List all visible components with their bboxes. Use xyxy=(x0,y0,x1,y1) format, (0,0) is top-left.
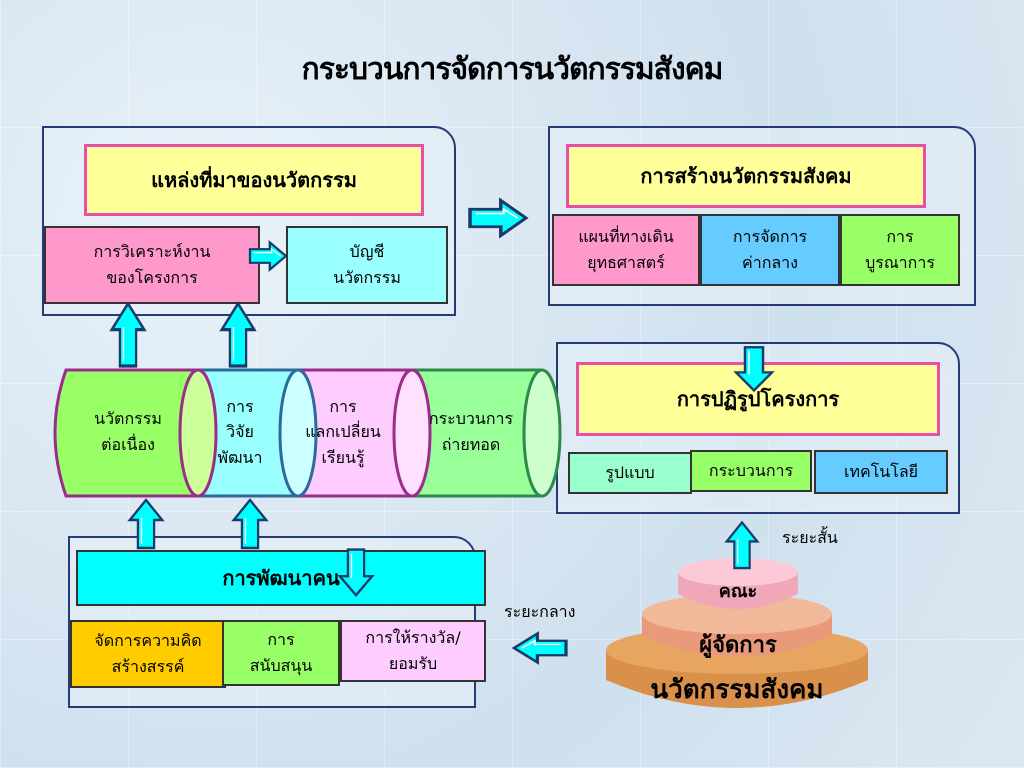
cylinder-transfer xyxy=(408,368,562,498)
pyramid-level-social: นวัตกรรมสังคม xyxy=(650,675,824,706)
people-heading: การพัฒนาคน xyxy=(76,550,486,606)
innovation-account-box: บัญชี นวัตกรรม xyxy=(286,226,448,304)
cylinder-research xyxy=(196,368,318,498)
middle-value-box: การจัดการ ค่ากลาง xyxy=(700,214,840,286)
short-term-label: ระยะสั้น xyxy=(782,528,838,547)
pyramid-top xyxy=(678,558,798,609)
pyramid-middle xyxy=(642,594,832,657)
arrow-people-up-1 xyxy=(128,498,164,550)
mid-term-label: ระยะกลาง xyxy=(504,602,576,621)
page-title: กระบวนการจัดการนวัตกรรมสังคม xyxy=(301,52,724,87)
source-heading: แหล่งที่มาของนวัตกรรม xyxy=(84,144,424,216)
support-box: การ สนับสนุน xyxy=(222,620,340,686)
arrow-pyramid-left xyxy=(512,631,568,665)
arrow-to-creation xyxy=(468,198,528,238)
arrow-pyramid-up xyxy=(725,521,759,570)
cylinder-continuous-label: นวัตกรรม ต่อเนื่อง xyxy=(94,409,162,454)
creation-heading: การสร้างนวัตกรรมสังคม xyxy=(566,144,926,208)
pyramid-level-board: คณะ xyxy=(718,580,758,602)
strategy-map-box: แผนที่ทางเดิน ยุทธศาสตร์ xyxy=(552,214,700,286)
reward-box: การให้รางวัล/ ยอมรับ xyxy=(340,620,486,682)
cylinder-transfer-label: กระบวนการ ถ่ายทอด xyxy=(428,409,514,454)
cylinder-continuous xyxy=(53,368,218,498)
cylinder-exchange-label: การ แลกเปลี่ยน เรียนรู้ xyxy=(305,396,381,467)
cylinder-research-label: การ วิจัย พัฒนา xyxy=(217,396,263,467)
reform-model-box: รูปแบบ xyxy=(568,452,692,494)
work-analysis-box: การวิเคราะห์งาน ของโครงการ xyxy=(44,226,260,304)
arrow-up-research xyxy=(220,301,256,368)
arrow-down-to-reform xyxy=(734,345,774,392)
reform-process-box: กระบวนการ xyxy=(690,450,812,492)
creative-thinking-box: จัดการความคิด สร้างสรรค์ xyxy=(70,620,226,688)
arrow-up-continuous xyxy=(110,301,146,368)
cylinder-exchange xyxy=(296,368,432,498)
arrow-down-to-people xyxy=(338,548,374,597)
arrow-people-up-2 xyxy=(232,498,268,550)
arrow-analysis-to-account xyxy=(248,241,288,271)
pyramid-level-manager: ผู้จัดการ xyxy=(699,633,777,659)
integration-box: การ บูรณาการ xyxy=(840,214,960,286)
reform-technology-box: เทคโนโลยี xyxy=(814,450,948,494)
